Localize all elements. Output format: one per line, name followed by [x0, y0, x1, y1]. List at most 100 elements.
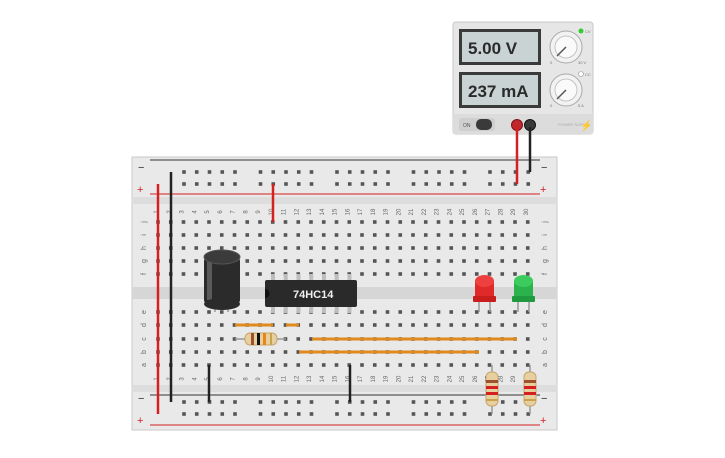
breadboard-hole[interactable] — [424, 412, 429, 416]
ic-74hc14[interactable]: 74HC14 — [265, 274, 357, 313]
breadboard-hole[interactable] — [219, 246, 224, 250]
breadboard-hole[interactable] — [411, 400, 416, 404]
breadboard-hole[interactable] — [334, 246, 339, 250]
breadboard-hole[interactable] — [207, 310, 211, 314]
breadboard-hole[interactable] — [398, 363, 403, 367]
breadboard-hole[interactable] — [321, 363, 326, 367]
breadboard-hole[interactable] — [411, 323, 415, 327]
breadboard-hole[interactable] — [232, 310, 237, 314]
breadboard-hole[interactable] — [283, 350, 288, 354]
breadboard-hole[interactable] — [487, 363, 492, 367]
breadboard-hole[interactable] — [360, 170, 365, 174]
breadboard-hole[interactable] — [233, 400, 237, 404]
breadboard-hole[interactable] — [462, 246, 466, 250]
breadboard-hole[interactable] — [500, 246, 505, 250]
breadboard-hole[interactable] — [219, 350, 224, 354]
breadboard-hole[interactable] — [194, 412, 199, 416]
breadboard-hole[interactable] — [309, 220, 313, 224]
breadboard-hole[interactable] — [500, 182, 505, 186]
breadboard-hole[interactable] — [194, 400, 199, 404]
breadboard-hole[interactable] — [436, 323, 441, 327]
breadboard-hole[interactable] — [423, 220, 428, 224]
breadboard-hole[interactable] — [258, 259, 262, 263]
breadboard-hole[interactable] — [525, 233, 530, 237]
breadboard-hole[interactable] — [194, 182, 199, 186]
breadboard-hole[interactable] — [270, 233, 275, 237]
breadboard-hole[interactable] — [487, 259, 492, 263]
breadboard-hole[interactable] — [500, 363, 505, 367]
breadboard-hole[interactable] — [513, 350, 517, 354]
breadboard-hole[interactable] — [258, 310, 262, 314]
breadboard-hole[interactable] — [347, 323, 352, 327]
breadboard-hole[interactable] — [271, 170, 276, 174]
breadboard-hole[interactable] — [436, 259, 441, 263]
breadboard-hole[interactable] — [411, 363, 415, 367]
breadboard-hole[interactable] — [385, 220, 390, 224]
breadboard-hole[interactable] — [462, 233, 466, 237]
breadboard-hole[interactable] — [462, 400, 467, 404]
breadboard-hole[interactable] — [347, 220, 352, 224]
breadboard-hole[interactable] — [360, 220, 364, 224]
breadboard-hole[interactable] — [194, 323, 199, 327]
breadboard-hole[interactable] — [347, 170, 352, 174]
breadboard-hole[interactable] — [386, 182, 390, 186]
breadboard-hole[interactable] — [423, 363, 428, 367]
breadboard-hole[interactable] — [347, 412, 352, 416]
breadboard-hole[interactable] — [462, 310, 466, 314]
breadboard-hole[interactable] — [219, 363, 224, 367]
breadboard-hole[interactable] — [449, 310, 454, 314]
breadboard-hole[interactable] — [207, 350, 211, 354]
breadboard-hole[interactable] — [487, 350, 492, 354]
breadboard-hole[interactable] — [526, 182, 531, 186]
breadboard-hole[interactable] — [233, 170, 237, 174]
breadboard-hole[interactable] — [462, 182, 467, 186]
breadboard-hole[interactable] — [309, 337, 313, 341]
breadboard-hole[interactable] — [207, 233, 211, 237]
breadboard-hole[interactable] — [283, 246, 288, 250]
breadboard-hole[interactable] — [372, 220, 377, 224]
breadboard-hole[interactable] — [423, 323, 428, 327]
breadboard-hole[interactable] — [500, 412, 505, 416]
breadboard-hole[interactable] — [513, 246, 517, 250]
breadboard-hole[interactable] — [309, 400, 314, 404]
breadboard-hole[interactable] — [309, 246, 313, 250]
breadboard-hole[interactable] — [525, 323, 530, 327]
breadboard-hole[interactable] — [220, 412, 225, 416]
breadboard-hole[interactable] — [296, 400, 301, 404]
breadboard-hole[interactable] — [500, 350, 505, 354]
breadboard-hole[interactable] — [525, 363, 530, 367]
green-led[interactable] — [512, 275, 535, 312]
breadboard-hole[interactable] — [372, 310, 377, 314]
breadboard-hole[interactable] — [500, 400, 505, 404]
breadboard-hole[interactable] — [500, 272, 505, 276]
breadboard-hole[interactable] — [398, 272, 403, 276]
breadboard-hole[interactable] — [181, 220, 186, 224]
breadboard-hole[interactable] — [474, 233, 479, 237]
breadboard-hole[interactable] — [296, 412, 301, 416]
breadboard-hole[interactable] — [372, 233, 377, 237]
breadboard-hole[interactable] — [245, 259, 250, 263]
breadboard-hole[interactable] — [334, 363, 339, 367]
breadboard-hole[interactable] — [474, 259, 479, 263]
breadboard-hole[interactable] — [373, 400, 378, 404]
breadboard-hole[interactable] — [283, 220, 288, 224]
breadboard-hole[interactable] — [296, 259, 301, 263]
breadboard-hole[interactable] — [219, 220, 224, 224]
breadboard-hole[interactable] — [194, 233, 199, 237]
breadboard-hole[interactable] — [347, 246, 352, 250]
breadboard-hole[interactable] — [525, 310, 530, 314]
breadboard-hole[interactable] — [270, 350, 275, 354]
breadboard-hole[interactable] — [258, 233, 262, 237]
breadboard-hole[interactable] — [182, 412, 186, 416]
breadboard-hole[interactable] — [207, 323, 211, 327]
breadboard-hole[interactable] — [462, 323, 466, 327]
breadboard-hole[interactable] — [424, 400, 429, 404]
breadboard-hole[interactable] — [284, 182, 288, 186]
breadboard-hole[interactable] — [296, 182, 301, 186]
breadboard-hole[interactable] — [411, 220, 415, 224]
breadboard-hole[interactable] — [182, 400, 186, 404]
breadboard-hole[interactable] — [423, 272, 428, 276]
breadboard-hole[interactable] — [385, 233, 390, 237]
breadboard-hole[interactable] — [258, 350, 262, 354]
breadboard-hole[interactable] — [271, 412, 276, 416]
